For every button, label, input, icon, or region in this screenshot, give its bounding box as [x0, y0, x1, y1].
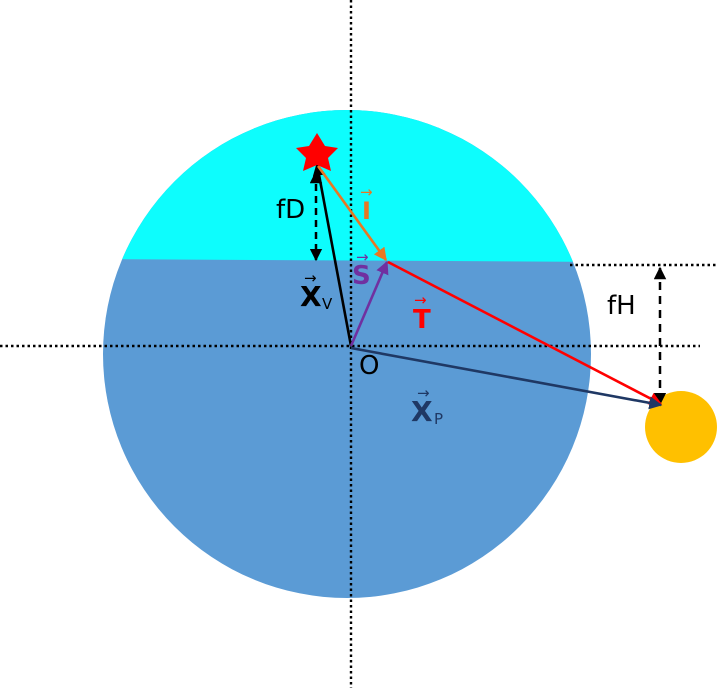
- vector-S-arrow-glyph: →: [356, 248, 369, 266]
- vector-XP-subscript: P: [434, 410, 443, 428]
- vector-XV: [312, 162, 353, 347]
- vector-I-arrow-glyph: →: [360, 183, 373, 201]
- vector-XP-label: X: [411, 395, 433, 428]
- origin-label: O: [359, 351, 379, 381]
- vector-I: [316, 165, 388, 262]
- vector-I-label: I: [362, 197, 371, 225]
- sun-icon: [645, 391, 717, 463]
- fH-label: fH: [607, 291, 636, 321]
- vector-XV-arrow-glyph: →: [304, 269, 317, 287]
- vector-XV-label: X: [300, 280, 322, 313]
- vector-XP-arrow-glyph: →: [417, 384, 430, 402]
- vector-T-label: T: [413, 305, 431, 335]
- sphere: [103, 110, 591, 598]
- vector-T-arrow-glyph: →: [414, 291, 427, 309]
- vector-XV-subscript: V: [322, 295, 333, 313]
- vector-S: [349, 260, 389, 347]
- star-icon: [296, 133, 338, 171]
- vector-S-label: S: [352, 261, 371, 291]
- vector-T: [387, 260, 663, 406]
- fD-label: fD: [276, 195, 305, 225]
- vector-XP: [350, 346, 663, 410]
